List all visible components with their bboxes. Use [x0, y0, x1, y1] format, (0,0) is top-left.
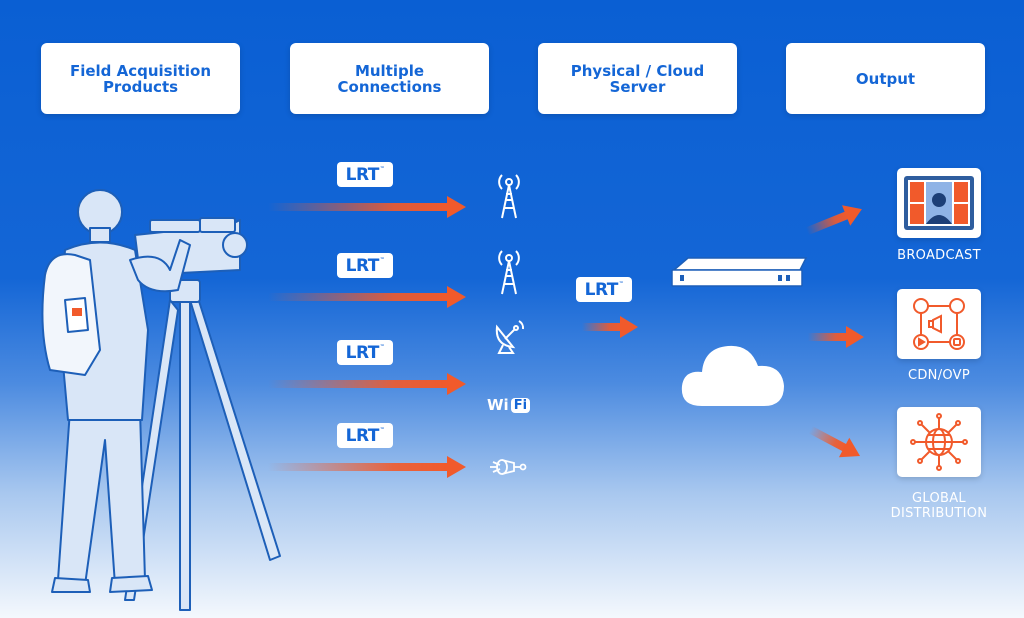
output-label-broadcast: BROADCAST — [897, 248, 981, 263]
global-box — [897, 407, 981, 477]
output-label-cdn: CDN/OVP — [907, 368, 971, 383]
connection-arrow-2 — [268, 286, 466, 308]
output-label-global: GLOBAL DISTRIBUTION — [890, 491, 988, 521]
globe-network-icon — [910, 413, 968, 471]
cloud-icon — [681, 345, 784, 406]
header-multiple-connections: Multiple Connections — [290, 43, 489, 114]
satellite-dish-icon — [495, 320, 525, 354]
cell-tower-icon — [498, 174, 520, 219]
cdn-box — [897, 289, 981, 359]
connection-arrow-3 — [268, 373, 466, 395]
connection-arrow-1 — [268, 196, 466, 218]
header-output: Output — [786, 43, 985, 114]
output-arrow-global — [808, 426, 861, 458]
connection-arrow-4 — [268, 456, 466, 478]
social-media-icon — [913, 298, 965, 350]
broadcast-screen-icon — [904, 176, 974, 230]
header-server: Physical / Cloud Server — [538, 43, 737, 114]
broadcast-box — [897, 168, 981, 238]
fiber-cable-icon — [490, 459, 527, 475]
cell-tower-icon — [498, 250, 520, 295]
cameraman-illustration — [41, 189, 281, 611]
output-arrow-broadcast — [805, 205, 862, 235]
header-field-acquisition: Field Acquisition Products — [41, 43, 240, 114]
wifi-icon: Wi Fi — [487, 394, 533, 416]
rack-server-icon — [671, 257, 808, 287]
output-arrow-cdn — [808, 326, 864, 348]
server-arrow — [582, 316, 638, 338]
